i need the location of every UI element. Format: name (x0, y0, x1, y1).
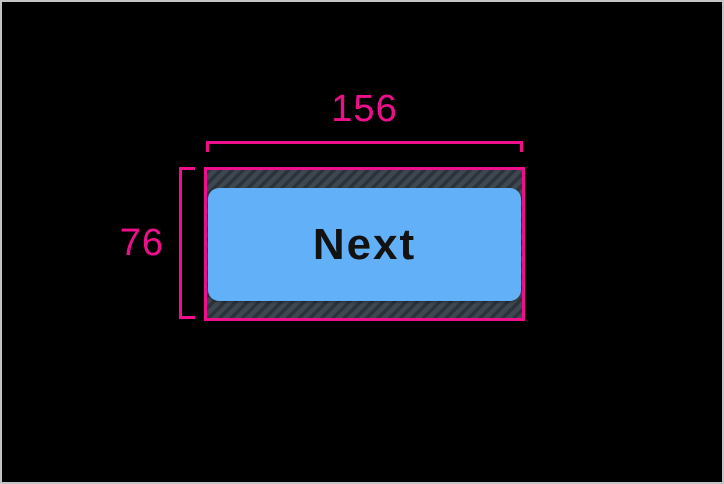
height-measure-bracket (179, 167, 195, 319)
next-button[interactable]: Next (208, 188, 521, 301)
height-dimension-label: 76 (119, 222, 164, 264)
width-measure-bracket (206, 141, 523, 152)
selection-outline: Next (204, 167, 525, 321)
next-button-label: Next (312, 219, 417, 269)
width-dimension-label: 156 (331, 88, 398, 130)
